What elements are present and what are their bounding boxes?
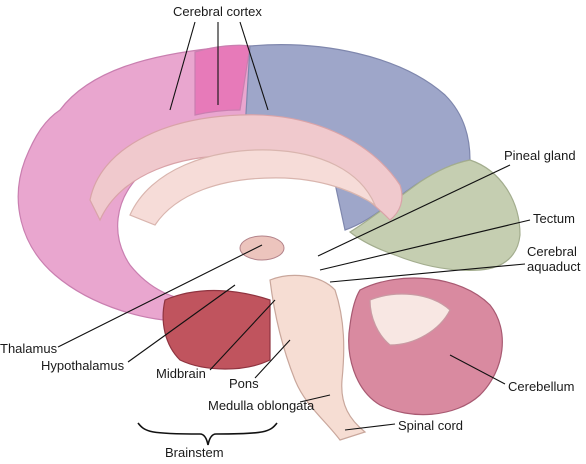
leader-hypothalamus <box>127 284 236 363</box>
label-cerebral-cortex: Cerebral cortex <box>173 4 262 19</box>
temporal-lobe-medial <box>162 289 271 370</box>
label-cerebral-aquaduct-line2: aquaduct <box>527 259 581 274</box>
leader-medulla <box>299 394 331 403</box>
brainstem-body <box>269 274 367 441</box>
label-spinal-cord: Spinal cord <box>398 418 464 433</box>
label-brainstem: Brainstem <box>165 445 224 460</box>
brainstem-bracket <box>137 422 278 446</box>
leader-cerebral-cortex-3 <box>239 21 269 111</box>
leader-spinal-cord <box>344 423 396 431</box>
leader-cerebral-aquaduct <box>329 263 526 283</box>
label-tectum: Tectum <box>533 211 575 226</box>
label-pons: Pons <box>229 376 259 391</box>
thalamus-body <box>239 235 285 261</box>
leader-pons <box>254 339 291 379</box>
label-cerebral-aquaduct: Cerebral aquaduct <box>527 244 581 274</box>
cerebellum-arbor <box>369 293 451 346</box>
label-midbrain: Midbrain <box>156 366 206 381</box>
occipital-lobe <box>348 159 521 271</box>
corpus-callosum <box>129 149 377 226</box>
leader-midbrain <box>209 299 276 371</box>
cingulate-gyrus <box>89 114 403 222</box>
leader-tectum <box>319 219 531 271</box>
label-hypothalamus: Hypothalamus <box>41 358 125 373</box>
leader-cerebellum <box>449 354 506 385</box>
leader-cerebral-cortex-1 <box>169 21 196 111</box>
label-thalamus: Thalamus <box>0 341 58 356</box>
label-cerebral-aquaduct-line1: Cerebral <box>527 244 577 259</box>
motor-strip <box>194 44 251 116</box>
label-medulla-oblongata: Medulla oblongata <box>208 398 315 413</box>
label-pineal-gland: Pineal gland <box>504 148 576 163</box>
leader-thalamus <box>57 244 263 348</box>
label-cerebellum: Cerebellum <box>508 379 575 394</box>
leader-lines <box>57 21 531 431</box>
leader-pineal-gland <box>317 164 511 257</box>
